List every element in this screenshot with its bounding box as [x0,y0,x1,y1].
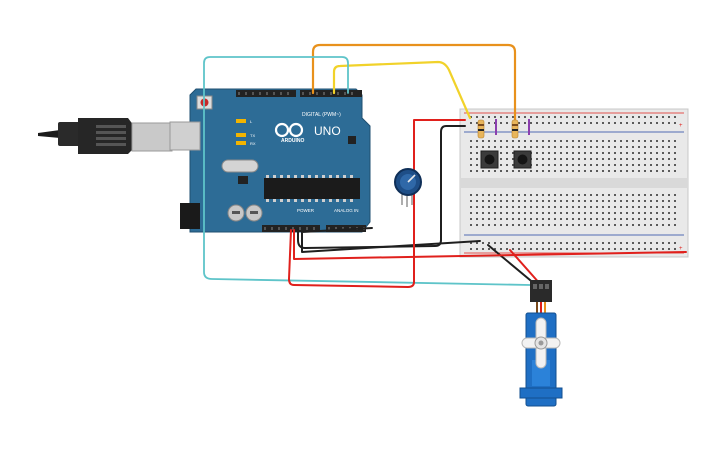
power-header-label: POWER [297,208,315,213]
breadboard-center-channel [460,178,688,188]
capacitor-mark [232,211,240,214]
usb-grip-line [96,131,126,134]
servo-mount-tab [519,387,563,399]
servo-label-area [532,360,550,386]
small-ic [238,176,248,184]
resistor-1[interactable] [477,119,485,139]
wire-cyan[interactable] [203,56,531,286]
connector-pin [533,284,537,289]
top-terminal-holes [470,140,676,174]
pushbutton-cap[interactable] [517,154,528,165]
usb-grip-line [96,143,126,146]
rail-plus-mark-bottom: + [679,246,683,252]
top-power-rail-holes [470,116,676,128]
arduino-brand: ARDUINO [281,138,304,144]
wire-red-power[interactable] [288,119,466,288]
usb-b-connector [131,122,173,152]
usb-strain-relief [58,122,80,146]
wire-red-rail[interactable] [293,229,687,260]
micro-servo[interactable] [519,280,563,407]
servo-connector [530,280,552,302]
resistor-band [512,129,518,131]
led-tx-label: TX [250,133,255,138]
atmega-chip [264,178,360,199]
connector-pin [539,284,543,289]
led-l [236,119,246,123]
rail-plus-mark: + [679,123,683,129]
resistor-band [478,129,484,131]
resistor-band [478,124,484,126]
usb-grip-line [96,137,126,140]
usb-cable-end [38,130,60,138]
bottom-power-rail-holes [470,239,676,251]
arduino-uno-board[interactable]: DIGITAL (PWM~) L TX RX ARDUINO UNO [169,88,371,233]
digital-header-pins [238,92,353,95]
usb-plug-body [78,118,134,154]
small-ic-right [348,136,356,144]
usb-grip-line [96,125,126,128]
capacitor-mark [250,211,258,214]
wire-black-ground-2[interactable] [301,227,481,253]
power-jack [180,203,200,229]
wire-orange[interactable] [311,43,517,130]
servo-shaft-screw [538,340,544,346]
led-l-label: L [250,119,253,124]
led-rx [236,141,246,145]
chip-pins [266,175,353,202]
crystal-oscillator [221,159,259,173]
pushbutton-cap[interactable] [484,154,495,165]
usb-cable[interactable] [38,118,173,154]
pushbutton-2[interactable] [513,150,532,169]
bottom-terminal-holes [470,192,676,226]
connector-pin [545,284,549,289]
breadboard[interactable]: + + [459,108,689,258]
arduino-model: UNO [314,124,341,138]
wire-red-servo[interactable] [509,249,542,286]
resistor-2[interactable] [511,119,519,139]
analog-header-label: ANALOG IN [334,208,359,213]
power-header [262,225,320,232]
led-rx-label: RX [250,141,256,146]
led-tx [236,133,246,137]
arduino-logo: ARDUINO [274,122,304,144]
resistor-band [512,124,518,126]
pot-indicator [407,174,416,183]
wire-yellow[interactable] [332,60,472,120]
usb-socket [169,121,201,151]
pushbutton-1[interactable] [480,150,499,169]
potentiometer[interactable] [394,168,422,207]
digital-header-label: DIGITAL (PWM~) [302,112,341,118]
wire-black-servo[interactable] [487,244,537,286]
